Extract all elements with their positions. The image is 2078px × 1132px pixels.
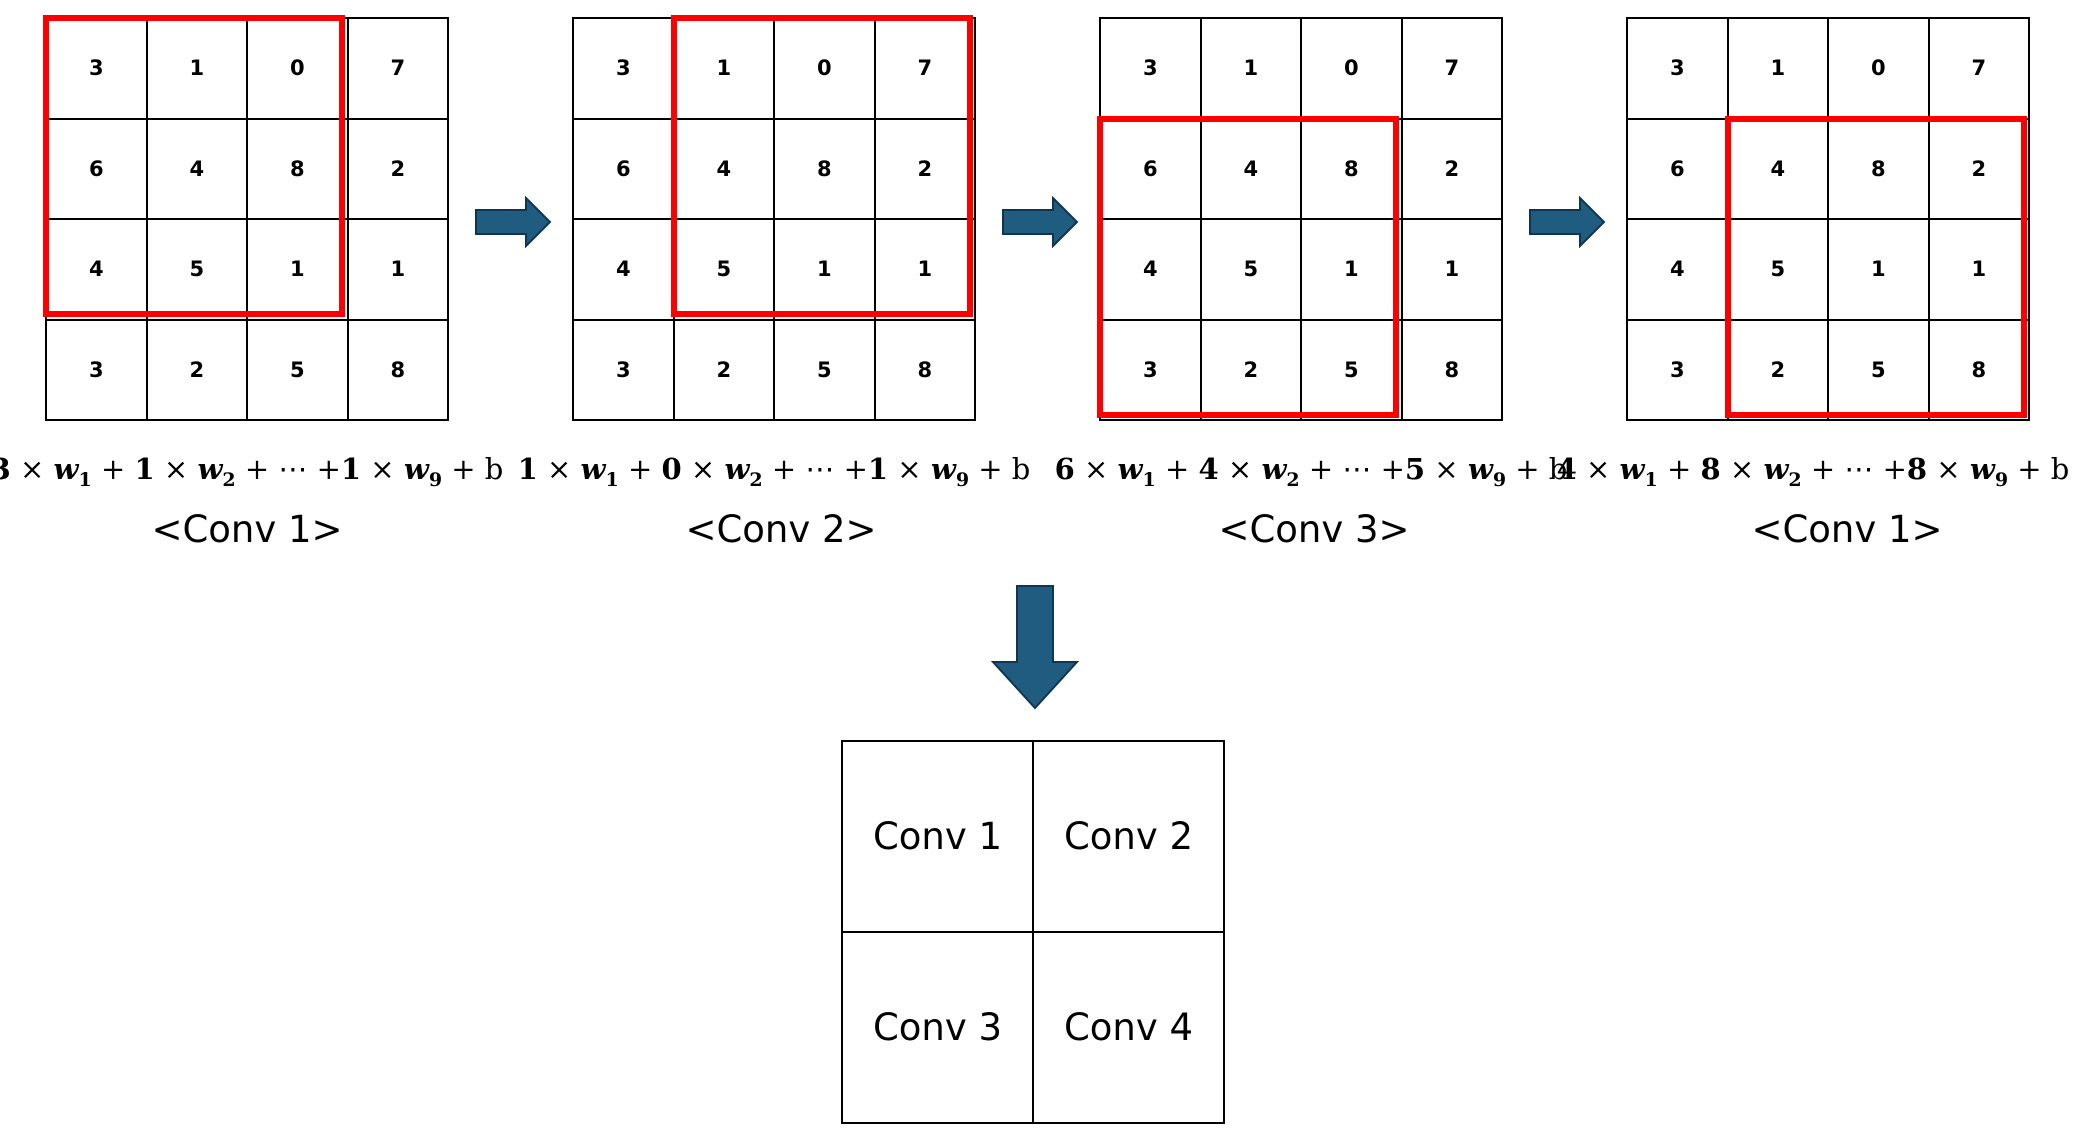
formula-step-2: 1 × w1 + 0 × w2 + ⋯ +1 × w9 + b [517,452,1031,491]
matrix-cell: 1 [1728,19,1829,120]
input-matrix-step-1: 3 1 0 7 6 4 8 2 4 5 1 1 3 2 5 8 [43,15,449,421]
matrix-cell: 5 [775,320,876,421]
matrix-cell: 1 [1302,220,1403,321]
output-feature-map: Conv 1 Conv 2 Conv 3 Conv 4 [841,740,1225,1124]
right-arrow-icon [1529,196,1606,248]
output-cell: Conv 1 [843,742,1034,933]
matrix-cell: 8 [1302,119,1403,220]
formula-step-1: 3 × w1 + 1 × w2 + ⋯ +1 × w9 + b [0,452,504,491]
matrix-cell: 5 [1201,220,1302,321]
output-cell: Conv 3 [843,933,1034,1124]
matrix-cell: 5 [1302,320,1403,421]
matrix-cell: 7 [1929,19,2030,120]
matrix-cell: 5 [248,320,349,421]
matrix-cell: 2 [674,320,775,421]
matrix-cell: 1 [147,19,248,120]
matrix-cell: 7 [348,19,449,120]
matrix-cell: 1 [1201,19,1302,120]
matrix-cell: 0 [248,19,349,120]
matrix-cell: 3 [1101,19,1202,120]
matrix-cell: 3 [47,320,148,421]
matrix-cell: 1 [348,220,449,321]
step-label-3: <Conv 3> [1218,508,1410,551]
matrix-grid: 3 1 0 7 6 4 8 2 4 5 1 1 3 2 5 8 [1626,17,2030,421]
matrix-cell: 4 [147,119,248,220]
matrix-cell: 1 [875,220,976,321]
matrix-cell: 5 [1829,320,1930,421]
matrix-grid: 3 1 0 7 6 4 8 2 4 5 1 1 3 2 5 8 [45,17,449,421]
matrix-cell: 3 [47,19,148,120]
matrix-cell: 6 [1101,119,1202,220]
matrix-cell: 4 [1201,119,1302,220]
right-arrow-icon [1002,196,1079,248]
step-label-2: <Conv 2> [685,508,877,551]
matrix-cell: 2 [1929,119,2030,220]
formula-step-3: 6 × w1 + 4 × w2 + ⋯ +5 × w9 + b [1054,452,1568,491]
matrix-cell: 1 [775,220,876,321]
formula-step-4: 4 × w1 + 8 × w2 + ⋯ +8 × w9 + b [1556,452,2070,491]
matrix-cell: 4 [1728,119,1829,220]
matrix-grid: 3 1 0 7 6 4 8 2 4 5 1 1 3 2 5 8 [572,17,976,421]
matrix-cell: 1 [1929,220,2030,321]
matrix-grid: 3 1 0 7 6 4 8 2 4 5 1 1 3 2 5 8 [1099,17,1503,421]
matrix-cell: 6 [574,119,675,220]
matrix-cell: 3 [1628,320,1729,421]
matrix-cell: 3 [574,320,675,421]
input-matrix-step-3: 3 1 0 7 6 4 8 2 4 5 1 1 3 2 5 8 [1097,17,1503,421]
matrix-cell: 8 [1929,320,2030,421]
input-matrix-step-4: 3 1 0 7 6 4 8 2 4 5 1 1 3 2 5 8 [1626,17,2030,421]
matrix-cell: 2 [348,119,449,220]
step-label-4: <Conv 1> [1751,508,1943,551]
matrix-cell: 1 [1829,220,1930,321]
matrix-cell: 2 [875,119,976,220]
matrix-cell: 2 [1201,320,1302,421]
matrix-cell: 3 [574,19,675,120]
matrix-cell: 3 [1101,320,1202,421]
matrix-cell: 4 [1101,220,1202,321]
matrix-cell: 8 [775,119,876,220]
matrix-cell: 1 [1402,220,1503,321]
input-matrix-step-2: 3 1 0 7 6 4 8 2 4 5 1 1 3 2 5 8 [572,15,976,421]
matrix-cell: 8 [348,320,449,421]
matrix-cell: 4 [1628,220,1729,321]
matrix-cell: 7 [875,19,976,120]
right-arrow-icon [475,196,552,248]
matrix-cell: 5 [1728,220,1829,321]
matrix-cell: 0 [775,19,876,120]
matrix-cell: 8 [248,119,349,220]
matrix-cell: 4 [47,220,148,321]
matrix-cell: 7 [1402,19,1503,120]
matrix-cell: 4 [574,220,675,321]
output-cell: Conv 4 [1034,933,1225,1124]
matrix-cell: 2 [1402,119,1503,220]
matrix-cell: 1 [674,19,775,120]
matrix-cell: 6 [47,119,148,220]
matrix-cell: 8 [1829,119,1930,220]
matrix-cell: 3 [1628,19,1729,120]
matrix-cell: 1 [248,220,349,321]
matrix-cell: 2 [147,320,248,421]
matrix-cell: 4 [674,119,775,220]
down-arrow-icon [991,585,1079,710]
output-cell: Conv 2 [1034,742,1225,933]
matrix-cell: 2 [1728,320,1829,421]
matrix-cell: 5 [147,220,248,321]
matrix-cell: 8 [875,320,976,421]
matrix-cell: 6 [1628,119,1729,220]
matrix-cell: 8 [1402,320,1503,421]
matrix-cell: 0 [1829,19,1930,120]
matrix-cell: 0 [1302,19,1403,120]
step-label-1: <Conv 1> [151,508,343,551]
matrix-cell: 5 [674,220,775,321]
